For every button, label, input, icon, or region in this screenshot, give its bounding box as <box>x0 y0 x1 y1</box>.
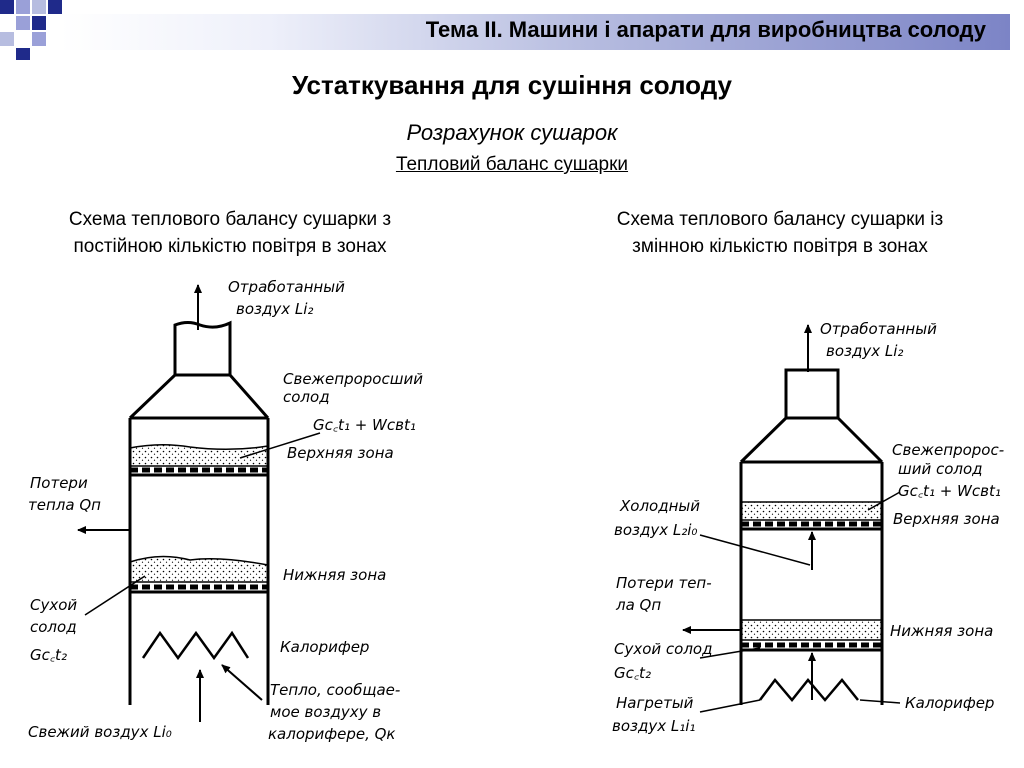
right-fresh-malt-label2: ший солод <box>898 460 983 478</box>
section-heading: Тепловий баланс сушарки <box>0 154 1024 176</box>
left-heater-label: Калорифер <box>280 638 369 656</box>
right-cold-label1: Холодный <box>619 497 700 515</box>
header-gradient <box>60 14 1010 50</box>
left-fresh-air-label: Свежий воздух Li₀ <box>28 723 172 741</box>
left-caption: Схема теплового балансу сушарки з постій… <box>10 206 450 260</box>
right-caption-line1: Схема теплового балансу сушарки із <box>616 209 944 230</box>
right-dry-leader <box>699 647 761 659</box>
left-exhaust-label2: воздух Li₂ <box>236 300 313 318</box>
left-formula-leader <box>239 432 321 459</box>
left-dry-label2: солод <box>30 618 77 636</box>
left-exhaust-label1: Отработанный <box>228 278 345 296</box>
right-cone <box>739 416 884 464</box>
page-subtitle: Розрахунок сушарок <box>406 120 618 145</box>
section-heading-text: Тепловий баланс сушарки <box>395 154 629 175</box>
right-cold-label2: воздух L₂i₀ <box>614 521 697 539</box>
header-bar: Тема ІІ. Машини і апарати для виробництв… <box>0 0 1024 60</box>
right-heater-coil <box>759 677 859 702</box>
left-heat-label2: мое воздуху в <box>270 703 381 721</box>
left-dry-leader <box>84 575 146 616</box>
right-loss-label1: Потери теп- <box>616 574 712 592</box>
left-caption-line2: постійною кількістю повітря в зонах <box>73 236 387 257</box>
right-caption: Схема теплового балансу сушарки із змінн… <box>560 206 1000 260</box>
left-loss-label1: Потери <box>30 474 88 492</box>
left-chimney <box>173 320 232 375</box>
right-chimney <box>784 368 840 418</box>
right-dry-label2: Gc꜀t₂ <box>614 664 651 682</box>
left-formula-label: Gc꜀t₁ + Wcвt₁ <box>313 416 416 434</box>
right-arrows <box>682 324 901 713</box>
right-cold-leader <box>699 534 811 566</box>
left-fresh-malt-label2: солод <box>283 388 330 406</box>
left-dry-label3: Gc꜀t₂ <box>30 646 67 664</box>
right-caption-line2: змінною кількістю повітря в зонах <box>632 236 928 257</box>
left-heat-label3: калорифере, Qк <box>268 725 396 743</box>
topic-title: Тема ІІ. Машини і апарати для виробництв… <box>425 17 986 42</box>
right-lower-malt-layer <box>740 619 883 641</box>
right-dry-label1: Сухой солод <box>614 640 712 658</box>
right-exhaust-label2: воздух Li₂ <box>826 342 903 360</box>
right-heated-leader <box>699 699 761 713</box>
left-dryer-diagram <box>128 320 270 705</box>
left-cone <box>128 373 270 420</box>
right-upper-zone-label: Верхняя зона <box>893 510 1000 528</box>
right-lower-zone-label: Нижняя зона <box>890 622 993 640</box>
right-heated-label1: Нагретый <box>616 694 694 712</box>
right-loss-label2: ла Qп <box>615 596 661 614</box>
left-heater-coil <box>141 630 250 661</box>
left-loss-label2: тепла Qп <box>28 496 101 514</box>
left-upper-zone-label: Верхняя зона <box>287 444 394 462</box>
right-formula-leader <box>867 491 901 511</box>
right-heated-label2: воздух L₁i₁ <box>612 717 695 735</box>
right-exhaust-label1: Отработанный <box>820 320 937 338</box>
left-lower-zone-label: Нижняя зона <box>283 566 386 584</box>
right-labels: Отработанный воздух Li₂ Свежепророс- ший… <box>612 320 1004 735</box>
left-heat-arrow <box>221 664 263 701</box>
left-labels: Отработанный воздух Li₂ Свежепроросший с… <box>28 278 423 743</box>
right-fresh-malt-label1: Свежепророс- <box>892 441 1004 459</box>
left-heat-label1: Тепло, сообщае- <box>270 681 400 699</box>
left-upper-malt-layer <box>129 444 269 467</box>
left-arrows <box>77 284 321 722</box>
page-title: Устаткування для сушіння солоду <box>291 70 733 100</box>
right-formula-label: Gc꜀t₁ + Wcвt₁ <box>898 482 1001 500</box>
left-lower-malt-layer <box>129 555 269 583</box>
left-fresh-malt-label1: Свежепроросший <box>283 370 423 388</box>
right-upper-malt-layer <box>740 501 883 521</box>
right-heater-label: Калорифер <box>905 694 994 712</box>
right-dryer-diagram <box>739 368 884 705</box>
left-dry-label1: Сухой <box>30 596 77 614</box>
right-heater-leader <box>859 699 901 704</box>
left-caption-line1: Схема теплового балансу сушарки з <box>68 209 392 230</box>
